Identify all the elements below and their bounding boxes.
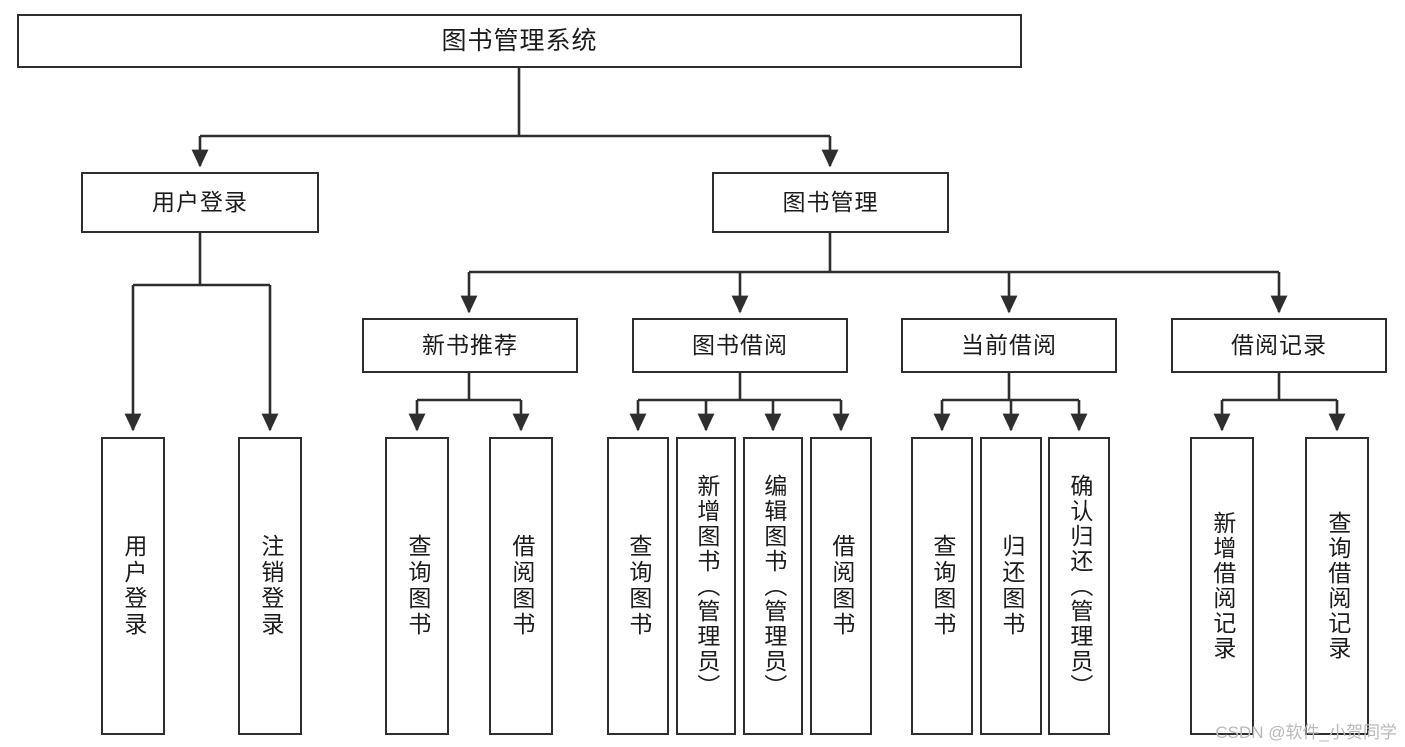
leaf-newbook-borrow-book-label: 借阅图书 <box>508 534 535 638</box>
leaf-user-logout-label: 注销登录 <box>257 534 284 638</box>
leaf-record-add-record-label: 新增借阅记录 <box>1209 511 1236 661</box>
leaf-bookborrow-query-book-label: 查询图书 <box>625 534 652 638</box>
leaf-currentborrow-query-book[interactable]: 查询图书 <box>911 437 973 735</box>
node-book-borrow-label: 图书借阅 <box>692 332 788 359</box>
node-book-manage-label: 图书管理 <box>782 189 879 216</box>
watermark: CSDN @软件_小贺同学 <box>1215 723 1397 742</box>
leaf-bookborrow-add-book[interactable]: 新增图书（管理员） <box>676 437 736 735</box>
leaf-bookborrow-borrow-book-label: 借阅图书 <box>828 534 855 638</box>
node-root[interactable]: 图书管理系统 <box>17 14 1022 68</box>
node-new-book[interactable]: 新书推荐 <box>362 318 578 373</box>
leaf-record-query-record[interactable]: 查询借阅记录 <box>1305 437 1369 735</box>
node-new-book-label: 新书推荐 <box>422 332 518 359</box>
leaf-user-logout[interactable]: 注销登录 <box>238 437 302 735</box>
leaf-newbook-query-book[interactable]: 查询图书 <box>385 437 449 735</box>
node-book-borrow[interactable]: 图书借阅 <box>632 318 848 373</box>
leaf-bookborrow-query-book[interactable]: 查询图书 <box>607 437 669 735</box>
leaf-bookborrow-add-book-label: 新增图书（管理员） <box>693 473 720 699</box>
leaf-user-login[interactable]: 用户登录 <box>101 437 165 735</box>
leaf-bookborrow-edit-book[interactable]: 编辑图书（管理员） <box>743 437 803 735</box>
node-borrow-record[interactable]: 借阅记录 <box>1171 318 1387 373</box>
node-root-label: 图书管理系统 <box>441 26 598 55</box>
leaf-newbook-borrow-book[interactable]: 借阅图书 <box>489 437 553 735</box>
leaf-currentborrow-return-book[interactable]: 归还图书 <box>980 437 1042 735</box>
leaf-bookborrow-edit-book-label: 编辑图书（管理员） <box>760 473 787 699</box>
node-current-borrow-label: 当前借阅 <box>961 332 1057 359</box>
leaf-record-query-record-label: 查询借阅记录 <box>1324 511 1351 661</box>
node-current-borrow[interactable]: 当前借阅 <box>901 318 1117 373</box>
leaf-bookborrow-borrow-book[interactable]: 借阅图书 <box>810 437 872 735</box>
leaf-currentborrow-confirm-return[interactable]: 确认归还（管理员） <box>1048 437 1110 735</box>
leaf-currentborrow-return-book-label: 归还图书 <box>998 534 1025 638</box>
node-user-login[interactable]: 用户登录 <box>81 172 319 233</box>
node-book-manage[interactable]: 图书管理 <box>712 172 949 233</box>
leaf-newbook-query-book-label: 查询图书 <box>404 534 431 638</box>
leaf-user-login-label: 用户登录 <box>120 534 147 638</box>
leaf-currentborrow-confirm-return-label: 确认归还（管理员） <box>1066 473 1093 699</box>
node-borrow-record-label: 借阅记录 <box>1231 332 1327 359</box>
leaf-record-add-record[interactable]: 新增借阅记录 <box>1190 437 1254 735</box>
node-user-login-label: 用户登录 <box>152 189 248 216</box>
leaf-currentborrow-query-book-label: 查询图书 <box>929 534 956 638</box>
